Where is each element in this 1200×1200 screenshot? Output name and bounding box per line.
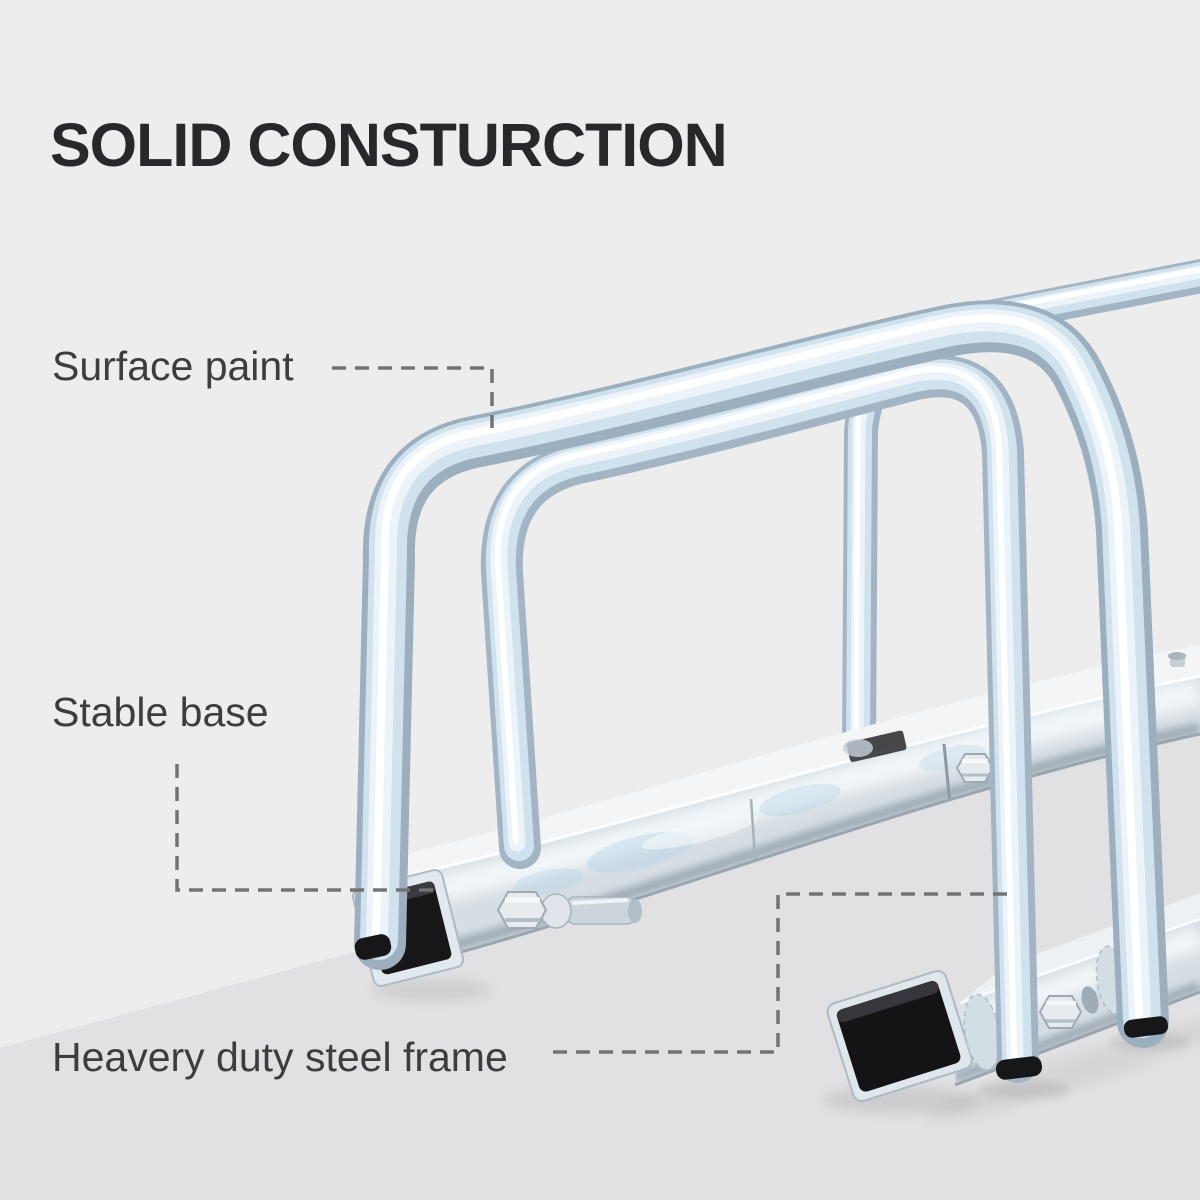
leader-lines [175,366,1012,1054]
callout-heavy-duty-steel-frame: Heavery duty steel frame [52,1034,508,1080]
far-rail-ridge [382,674,1200,883]
weld-mark [843,739,873,757]
callout-stable-base: Stable base [52,689,269,735]
foot-cap-left [354,934,392,960]
hex-bolt-near [1038,995,1083,1029]
callout-surface-paint: Surface paint [52,343,294,389]
leader-stable-base [175,764,440,892]
foot-cap-middle [995,1056,1043,1080]
leader-heavy-duty [553,892,1012,1054]
page-title: SOLID CONSTURCTION [50,111,728,179]
near-rail-end-cap [826,970,973,1103]
foot-caps [354,934,1169,1080]
foot-cap-right [1123,1016,1169,1038]
slot-hole [1081,986,1099,1014]
leader-surface-paint [332,366,494,428]
rivet [1168,652,1186,667]
hex-bolt [496,891,642,929]
far-rail-shading [372,678,1200,972]
far-rail-bottom-edge [371,732,1200,977]
rail-seam [749,798,758,872]
